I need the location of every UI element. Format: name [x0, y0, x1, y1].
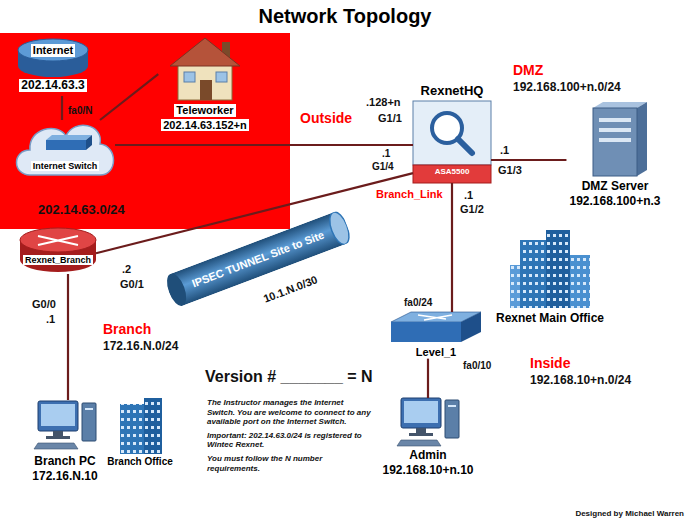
- teleworker-node: Teleworker 202.14.63.152+n: [158, 36, 252, 131]
- office-node: Rexnet Main Office: [493, 230, 607, 326]
- version-field: Version # _______ = N: [205, 368, 373, 386]
- asa-firewall-icon: [413, 101, 491, 183]
- interface-label: .1: [382, 148, 390, 160]
- server-node: DMZ Server192.168.100+n.3: [566, 108, 663, 209]
- device-name: Level_1: [394, 346, 478, 359]
- device-name: Teleworker: [174, 104, 235, 117]
- teleworker-house-icon: [170, 38, 240, 100]
- main-office-building-icon: [510, 230, 590, 308]
- network-address: 202.14.63.0/24: [38, 203, 125, 218]
- network-link: [427, 359, 429, 398]
- device-name: RexnetHQ: [416, 84, 488, 99]
- device-name: Internet: [31, 44, 75, 57]
- tunnel-subnet: 10.1.N.0/30: [262, 273, 320, 305]
- router-node: Internet 202.14.63.3: [16, 38, 89, 96]
- interface-label: fa0/24: [404, 297, 432, 309]
- interface-label: G1/2: [460, 203, 484, 216]
- instructions-note: The Instructor manages the Internet Swit…: [207, 398, 372, 427]
- link-name: Branch_Link: [376, 188, 443, 201]
- network-address: 192.168.10+n.0/24: [530, 374, 631, 388]
- network-link: [67, 274, 69, 400]
- device-name: Internet Switch: [31, 161, 100, 171]
- firewall-node: RexnetHQ ASA5500: [413, 84, 491, 183]
- ip-address: 192.168.100+n.3: [569, 195, 660, 209]
- model-name: ASA5500: [416, 167, 488, 176]
- device-name: DMZ Server: [569, 180, 660, 194]
- network-link: [100, 74, 158, 120]
- interface-label: G1/4: [372, 161, 394, 173]
- zone-label: Branch: [103, 321, 151, 337]
- zone-label: DMZ: [513, 62, 543, 78]
- admin-pc-icon: [397, 398, 459, 446]
- level1-switch-icon: [391, 312, 481, 342]
- diagram-title: Network Topology: [0, 0, 690, 28]
- branch-pc-icon: [34, 401, 96, 449]
- network-link: [115, 144, 413, 146]
- network-address: 172.16.N.0/24: [103, 340, 178, 354]
- interface-label: G0/0: [32, 298, 56, 311]
- interface-label: fa0/10: [463, 360, 491, 372]
- internet-router-icon: [18, 39, 88, 77]
- device-name: Branch PC: [32, 455, 97, 469]
- outside-zone: [0, 33, 290, 229]
- ip-address: 192.168.10+n.10: [382, 464, 473, 478]
- pc-node: Admin192.168.10+n.10: [379, 398, 476, 478]
- router-node: Rexnet_Branch: [20, 228, 96, 274]
- office-node: Branch Office: [104, 398, 176, 468]
- pc-node: Branch PC172.16.N.10: [29, 400, 100, 484]
- switch-cloud-node: Internet Switch: [15, 120, 115, 182]
- credit-note: Designed by Michael Warren: [575, 509, 684, 518]
- device-name: Admin: [382, 449, 473, 463]
- interface-label: G1/3: [498, 164, 522, 177]
- interface-label: .1: [464, 189, 473, 202]
- site-name: Branch Office: [107, 456, 173, 468]
- branch-router-icon: [20, 228, 96, 272]
- network-link: [451, 183, 453, 312]
- instructions-note: You must follow the N number requirement…: [207, 454, 372, 473]
- ip-address: 202.14.63.3: [19, 79, 86, 93]
- site-name: Rexnet Main Office: [496, 312, 604, 326]
- zone-label: Outside: [300, 110, 352, 126]
- network-link: [61, 96, 63, 120]
- branch-office-building-icon: [120, 398, 162, 454]
- instructions-note: Important: 202.14.63.0/24 is registered …: [207, 431, 372, 450]
- ip-address: 172.16.N.10: [32, 470, 97, 484]
- device-name: Rexnet_Branch: [23, 255, 93, 265]
- interface-label: .2: [122, 263, 131, 276]
- network-link: [491, 159, 566, 161]
- internet-switch-cloud: [17, 125, 114, 175]
- dmz-server-icon: [593, 102, 647, 176]
- network-address: 192.168.100+n.0/24: [513, 81, 621, 95]
- interface-label: G0/1: [120, 278, 144, 291]
- ip-address: 202.14.63.152+n: [161, 119, 249, 132]
- interface-label: .1: [46, 313, 55, 326]
- zone-label: Inside: [530, 355, 570, 371]
- interface-label: G1/1: [378, 112, 402, 125]
- tunnel-name: IPSEC TUNNEL Site to Site: [163, 210, 353, 309]
- interface-label: .128+n: [366, 96, 401, 109]
- switch-node: Level_1: [391, 312, 481, 359]
- ipsec-tunnel: IPSEC TUNNEL Site to Site: [163, 210, 353, 309]
- interface-label: fa0/N: [68, 105, 92, 117]
- interface-label: .1: [500, 144, 509, 157]
